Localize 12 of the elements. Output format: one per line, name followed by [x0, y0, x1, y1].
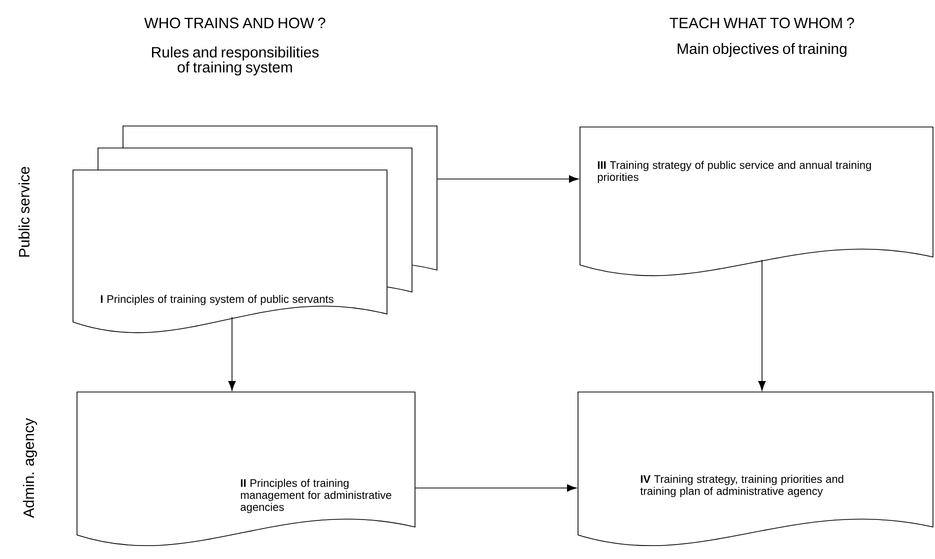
column-heading: WHO TRAINS AND HOW ? [144, 18, 326, 28]
row-label: Public service [18, 166, 30, 257]
arrow [415, 484, 577, 492]
document-stack: I Principles of training system of public servants [72, 126, 438, 333]
column-heading: TEACH WHAT TO WHOM ? [670, 18, 854, 28]
arrow [758, 260, 766, 391]
column-subheading: Rules and responsibilities of training system [152, 46, 319, 76]
arrow [437, 175, 579, 183]
column-subheading: Main objectives of training [678, 43, 846, 57]
row-label: Admin. agency [23, 418, 37, 518]
node-label: I Principles of training system of public servants [100, 294, 334, 306]
arrow [228, 316, 236, 391]
